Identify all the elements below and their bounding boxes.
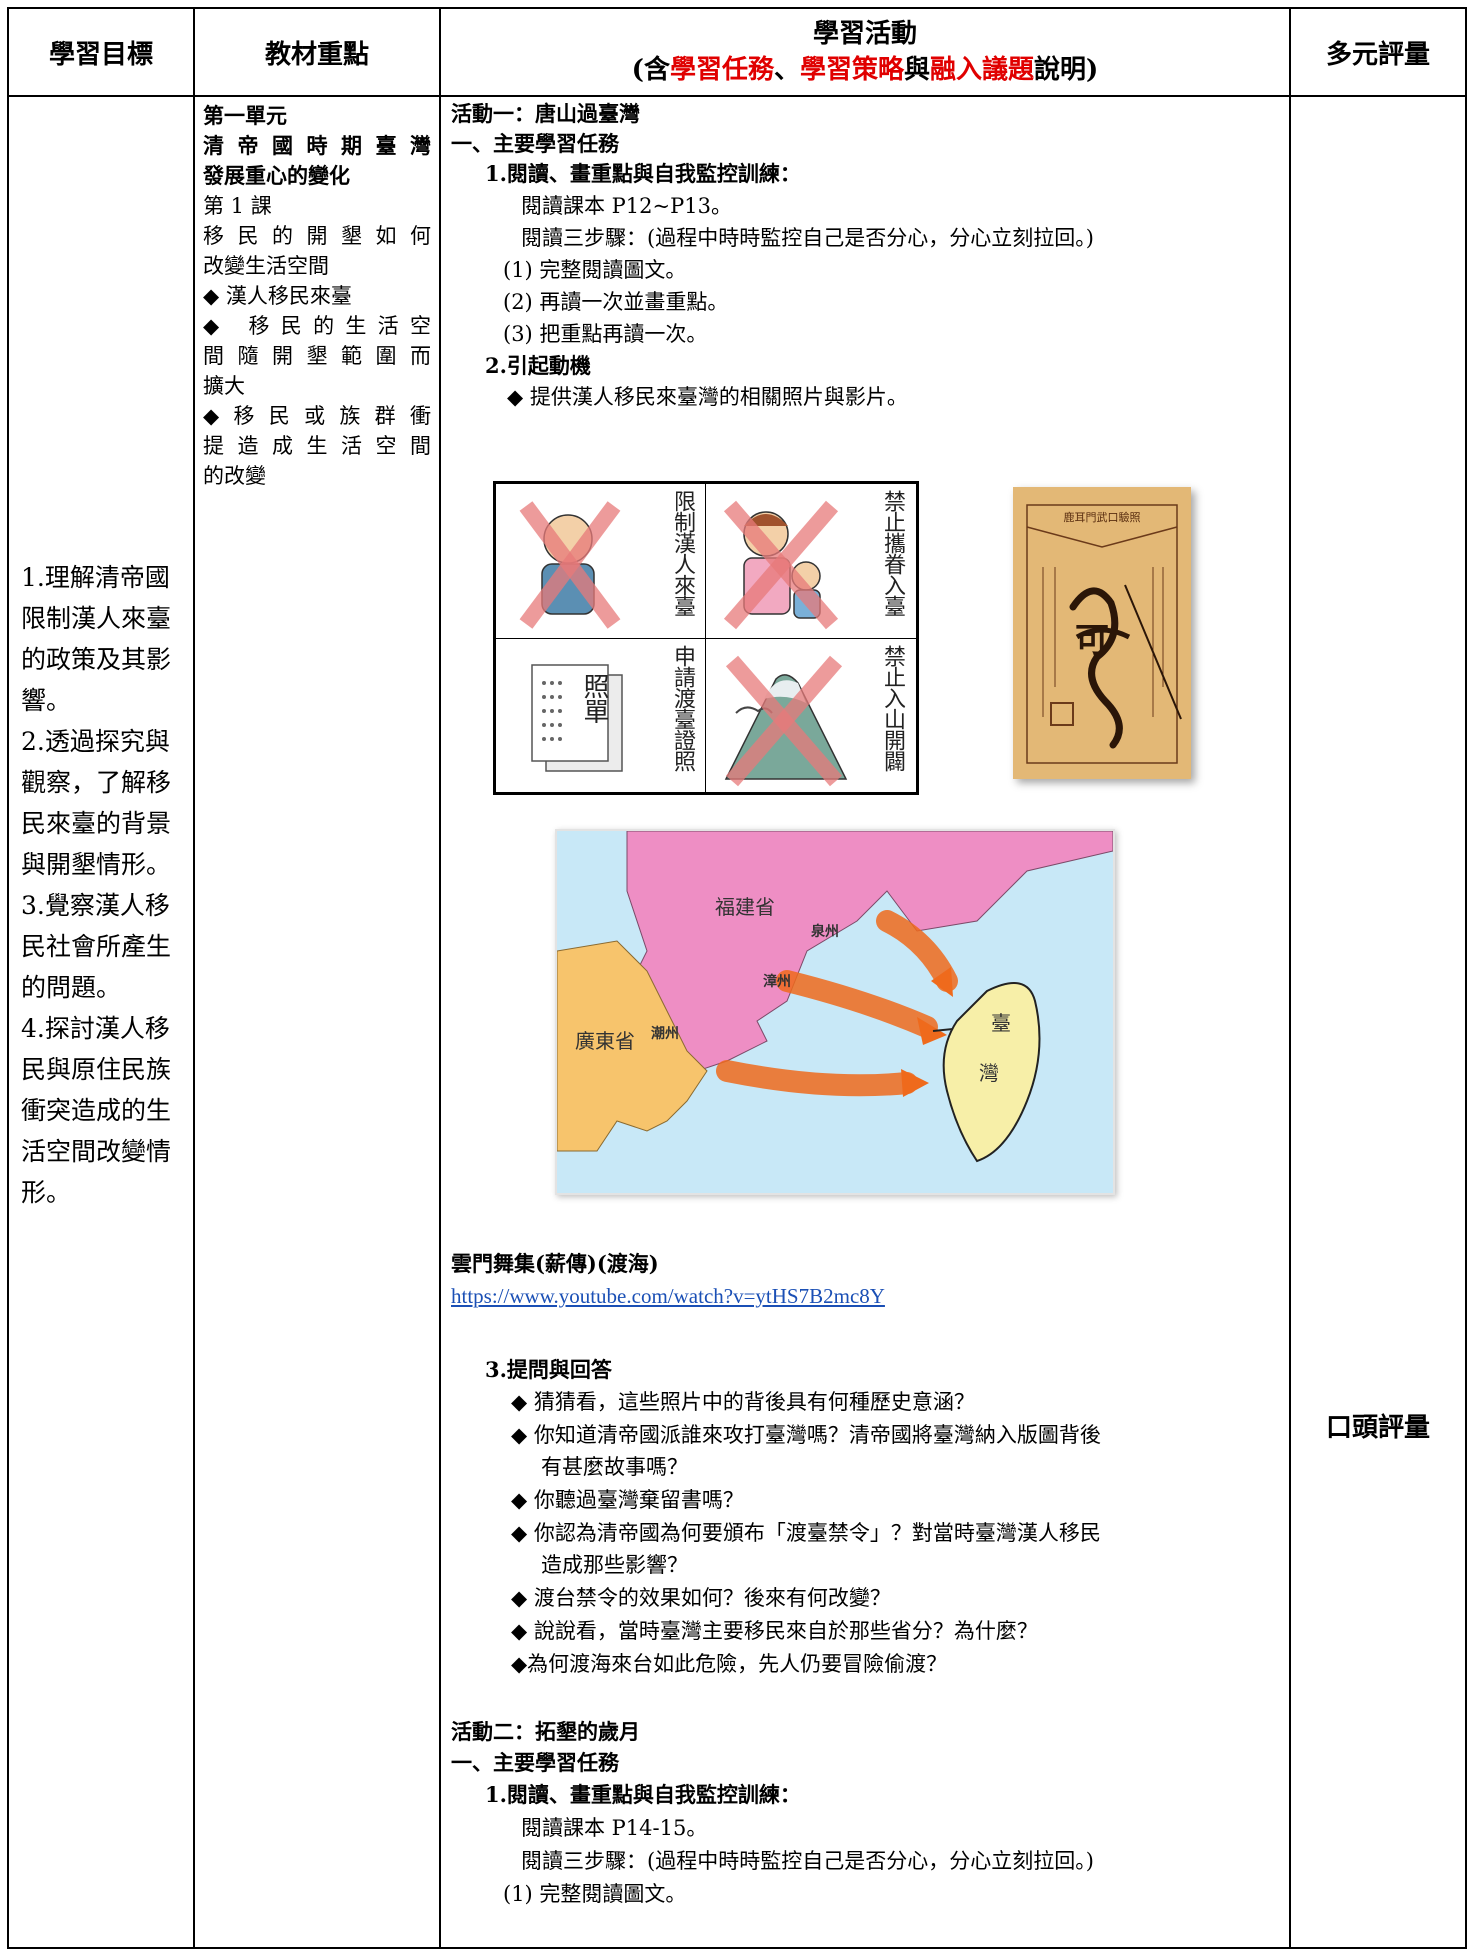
migration-map-art — [557, 831, 1113, 1163]
map-label-tai: 臺 — [991, 1011, 1011, 1035]
goal-item: 2.透過探究與觀察，了解移民來臺的背景與開墾情形。 — [21, 727, 172, 879]
question-line: ◆ 你聽過臺灣棄留書嗎？ — [511, 1488, 744, 1512]
permit-photo: 鹿耳門武口驗照 可 — [1013, 487, 1191, 779]
goals-cell: 1.理解清帝國限制漢人來臺的政策及其影響。 2.透過探究與觀察，了解移民來臺的背… — [7, 95, 195, 1949]
unit-title-line: 清帝國時期臺灣 — [203, 133, 431, 158]
quadrant-label: 申請渡臺證照 — [670, 645, 695, 771]
document-icon — [531, 664, 623, 772]
task-line: 閱讀課本 P14-15。 — [521, 1816, 708, 1840]
question-line: ◆ 說說看，當時臺灣主要移民來自於那些省分？為什麼？ — [511, 1619, 1038, 1643]
policy-quadrant-permit: 照單 申請渡臺證照 — [495, 638, 707, 793]
content-topics: 第一單元 清帝國時期臺灣 發展重心的變化 第 1 課 移民的開墾如何 改變生活空… — [195, 97, 439, 491]
quadrant-label: 禁止入山開闢 — [880, 645, 905, 771]
question-line: ◆ 猜猜看，這些照片中的背後具有何種歷史意涵？ — [511, 1390, 975, 1414]
quadrant-label: 限制漢人來臺 — [670, 490, 695, 616]
activity2-title: 活動二：拓墾的歲月 — [451, 1719, 640, 1744]
question-line: 造成那些影響？ — [541, 1553, 688, 1577]
video-title: 雲門舞集(薪傳)(渡海) — [451, 1251, 659, 1276]
hdr-part-red: 學習策略 — [799, 55, 904, 85]
map-label-chaozhou: 潮州 — [651, 1026, 679, 1042]
point-line: 間隨開墾範圍而 — [203, 344, 431, 368]
permit-header-text: 鹿耳門武口驗照 — [1063, 511, 1141, 524]
mountain-icon — [724, 655, 848, 787]
point-line: ◆ 漢人移民來臺 — [203, 284, 352, 308]
task-line: 閱讀三步驟：(過程中時時監控自己是否分心，分心立刻拉回。) — [521, 226, 1094, 250]
hdr-part: 、 — [773, 55, 800, 85]
point-line: 的改變 — [203, 464, 266, 488]
point-line: ◆ 移民的生活空 — [203, 314, 431, 338]
lesson-plan-table: 學習目標 教材重點 學習活動 (含學習任務、學習策略與融入議題說明) 多元評量 … — [7, 7, 1467, 1949]
content-cell: 第一單元 清帝國時期臺灣 發展重心的變化 第 1 課 移民的開墾如何 改變生活空… — [193, 95, 441, 1949]
header-goals: 學習目標 — [7, 7, 195, 97]
hdr-part: 與 — [904, 55, 931, 85]
policy-quadrant-restrict: 限制漢人來臺 — [495, 483, 707, 640]
lesson-title-line: 改變生活空間 — [203, 254, 329, 278]
permit-doc-label: 照單 — [579, 673, 609, 723]
unit-label: 第一單元 — [203, 103, 287, 128]
point-line: ◆移民或族群衝 — [203, 404, 431, 428]
activity-cell: 活動一：唐山過臺灣 一、主要學習任務 1.閱讀、畫重點與自我監控訓練： 閱讀課本… — [439, 95, 1291, 1949]
goals-list: 1.理解清帝國限制漢人來臺的政策及其影響。 2.透過探究與觀察，了解移民來臺的背… — [9, 557, 193, 1213]
task-line: 閱讀課本 P12~P13。 — [521, 194, 732, 218]
question-line: ◆為何渡海來台如此危險，先人仍要冒險偷渡？ — [511, 1652, 948, 1676]
policy-grid-figure: 限制漢人來臺 禁止攜眷入臺 — [493, 481, 919, 795]
activity2-section: 一、主要學習任務 — [451, 1750, 619, 1775]
header-activity-title: 學習活動 — [812, 19, 917, 49]
question-line: ◆ 你認為清帝國為何要頒布「渡臺禁令」？對當時臺灣漢人移民 — [511, 1521, 1101, 1545]
point-line: 擴大 — [203, 374, 245, 398]
assessment-text: 口頭評量 — [1325, 1413, 1430, 1443]
content-row: 1.理解清帝國限制漢人來臺的政策及其影響。 2.透過探究與觀察，了解移民來臺的背… — [7, 95, 1467, 1949]
task-line: (1) 完整閱讀圖文。 — [503, 1882, 687, 1906]
header-activity: 學習活動 (含學習任務、學習策略與融入議題說明) — [439, 7, 1291, 97]
activity2-task1-title: 1.閱讀、畫重點與自我監控訓練： — [485, 1782, 801, 1807]
video-link[interactable]: https://www.youtube.com/watch?v=ytHS7B2m… — [451, 1284, 885, 1308]
map-label-wan: 灣 — [979, 1061, 999, 1085]
task-line: ◆ 提供漢人移民來臺灣的相關照片與影片。 — [507, 385, 908, 409]
header-row: 學習目標 教材重點 學習活動 (含學習任務、學習策略與融入議題說明) 多元評量 — [7, 7, 1467, 97]
hdr-part: (含 — [631, 55, 670, 85]
header-assessment: 多元評量 — [1289, 7, 1467, 97]
map-label-guangdong: 廣東省 — [575, 1029, 635, 1053]
assessment-cell: 口頭評量 — [1289, 95, 1467, 1949]
point-line: 提造成生活空間 — [203, 434, 431, 458]
permit-photo-art — [1026, 504, 1182, 764]
hdr-part-red: 學習任務 — [669, 55, 774, 85]
task-line: (2) 再讀一次並畫重點。 — [503, 290, 729, 314]
goal-item: 3.覺察漢人移民社會所產生的問題。 — [21, 891, 172, 1002]
hdr-part-red: 融入議題 — [930, 55, 1035, 85]
activity1-task1-title: 1.閱讀、畫重點與自我監控訓練： — [485, 161, 801, 186]
map-label-quanzhou: 泉州 — [811, 924, 839, 940]
hdr-part: 說明) — [1034, 55, 1099, 85]
task-line: (1) 完整閱讀圖文。 — [503, 258, 687, 282]
question-line: ◆ 渡台禁令的效果如何？後來有何改變？ — [511, 1586, 891, 1610]
activity1-task2-title: 2.引起動機 — [485, 353, 591, 378]
question-line: ◆ 你知道清帝國派誰來攻打臺灣嗎？清帝國將臺灣納入版圖背後 — [511, 1423, 1101, 1447]
activity1-title: 活動一：唐山過臺灣 — [451, 101, 640, 126]
activity1-task3-title: 3.提問與回答 — [485, 1357, 612, 1382]
permit-stamp-char: 可 — [1075, 621, 1109, 661]
question-line: 有甚麼故事嗎？ — [541, 1455, 688, 1479]
restrict-person-icon — [519, 501, 621, 629]
lesson-label: 第 1 課 — [203, 194, 272, 218]
activity-content: 活動一：唐山過臺灣 一、主要學習任務 1.閱讀、畫重點與自我監控訓練： 閱讀課本… — [441, 97, 1289, 1947]
unit-title-line: 發展重心的變化 — [203, 163, 350, 188]
map-label-zhangzhou: 漳州 — [763, 974, 791, 990]
policy-quadrant-mountain: 禁止入山開闢 — [705, 638, 917, 793]
task-line: 閱讀三步驟：(過程中時時監控自己是否分心，分心立刻拉回。) — [521, 1849, 1094, 1873]
policy-quadrant-family: 禁止攜眷入臺 — [705, 483, 917, 640]
task-line: (3) 把重點再讀一次。 — [503, 322, 708, 346]
header-activity-subtitle: (含學習任務、學習策略與融入議題說明) — [441, 52, 1289, 88]
activity1-section: 一、主要學習任務 — [451, 131, 619, 156]
goal-item: 1.理解清帝國限制漢人來臺的政策及其影響。 — [21, 563, 172, 715]
map-label-fujian: 福建省 — [715, 895, 775, 919]
migration-map: 福建省 泉州 漳州 廣東省 潮州 臺 灣 — [555, 829, 1115, 1195]
header-content: 教材重點 — [193, 7, 441, 97]
family-icon — [723, 500, 839, 630]
goal-item: 4.探討漢人移民與原住民族衝突造成的生活空間改變情形。 — [21, 1014, 172, 1207]
quadrant-label: 禁止攜眷入臺 — [880, 490, 905, 616]
lesson-title-line: 移民的開墾如何 — [203, 224, 431, 248]
